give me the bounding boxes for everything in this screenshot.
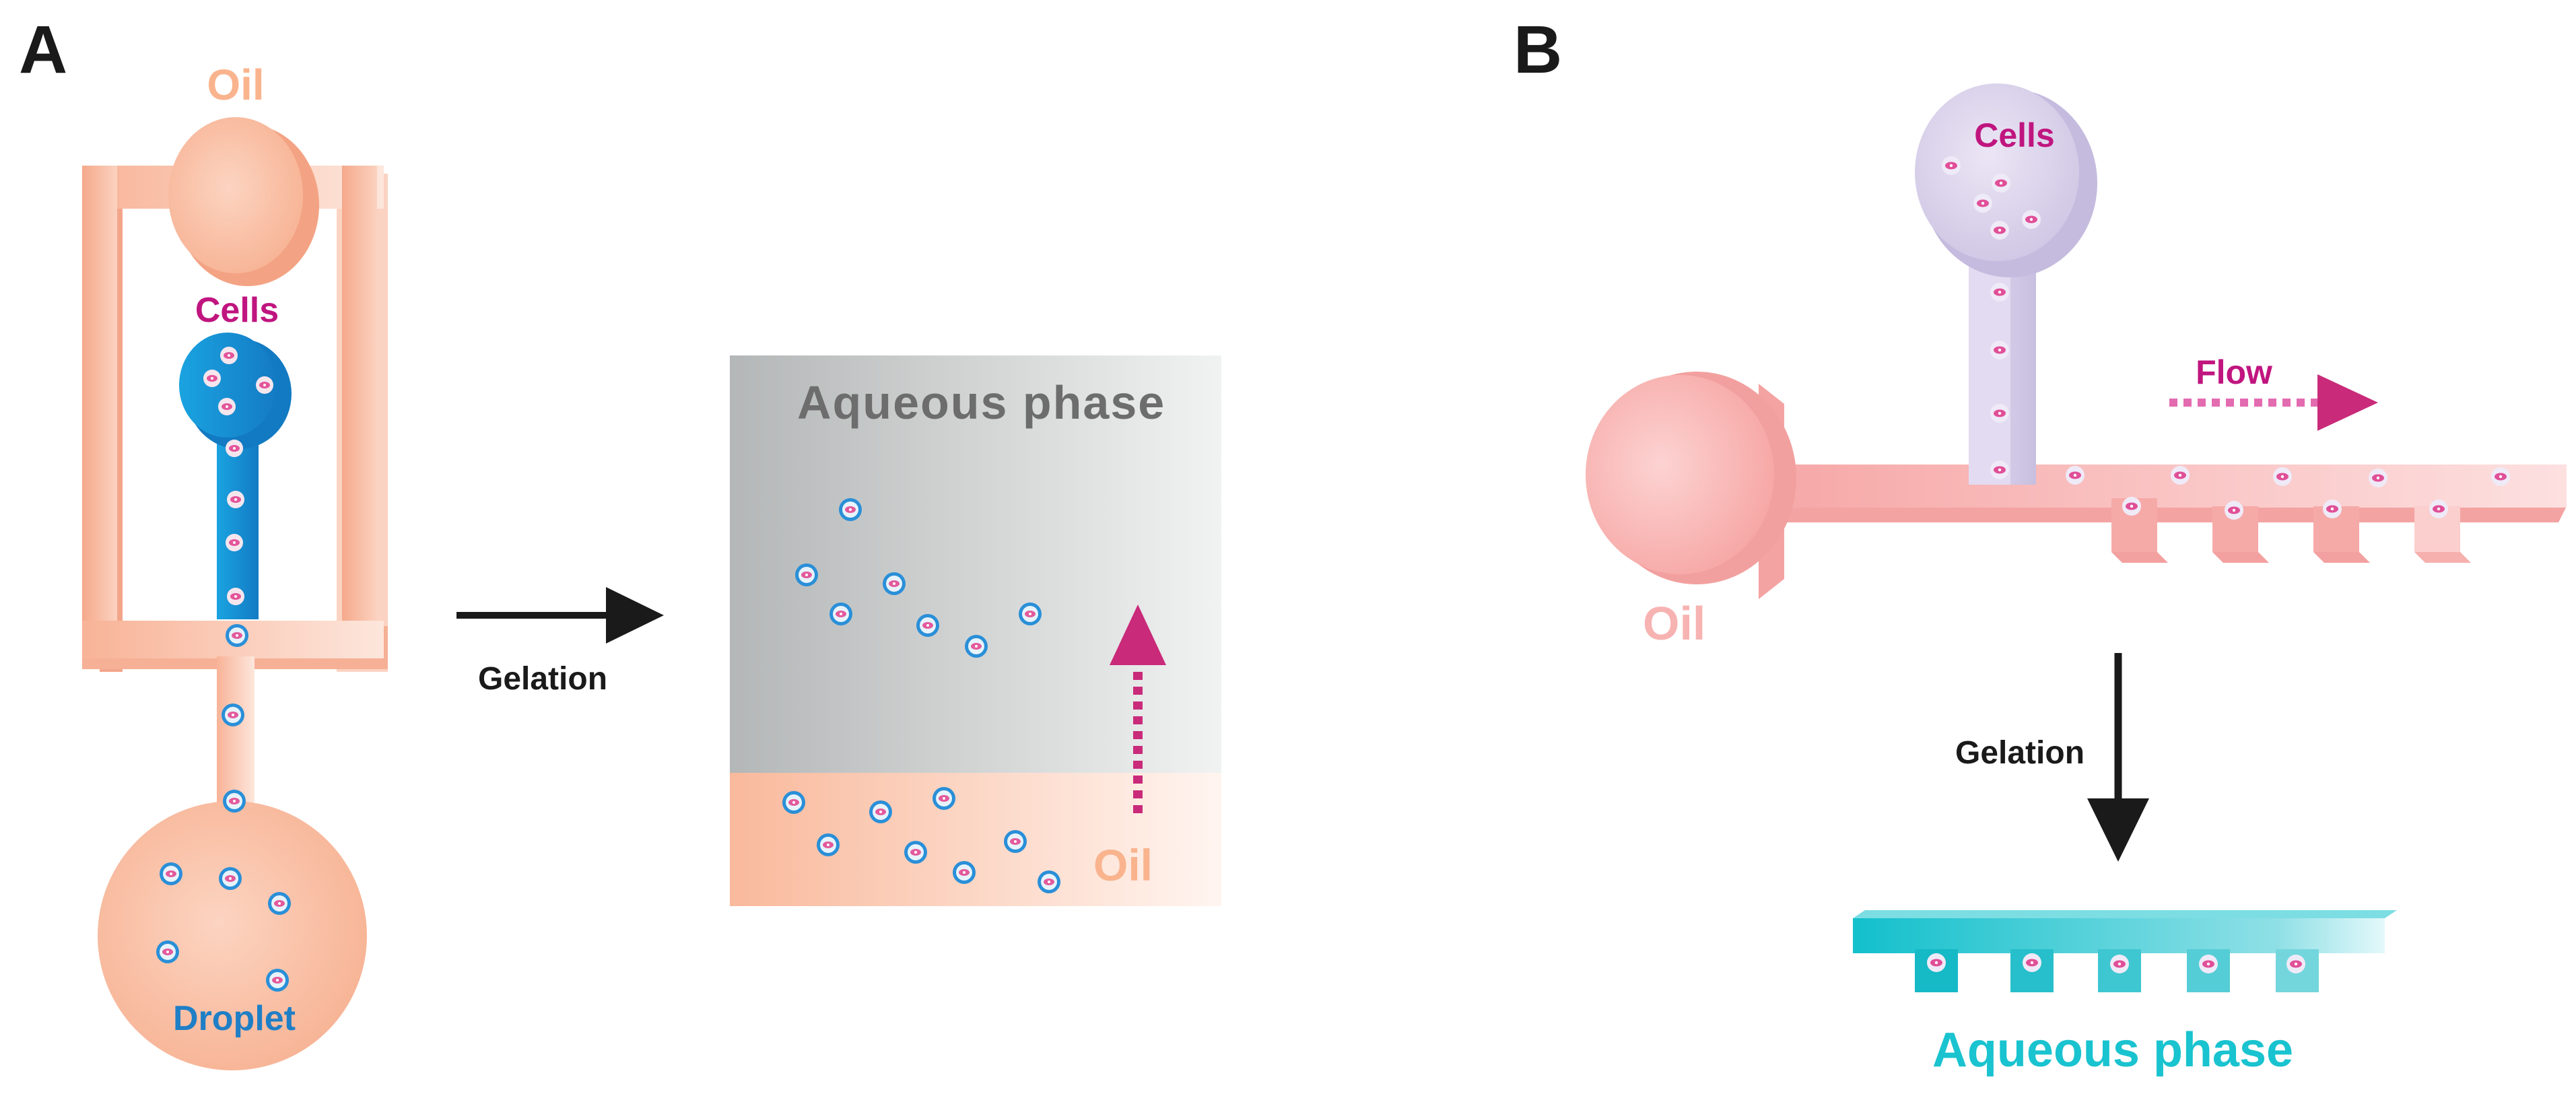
oil-frame (82, 117, 388, 885)
panel-a-letter: A (19, 12, 67, 88)
aqueous-phase-label-a: Aqueous phase (797, 376, 1165, 429)
cells-inlet-label: Cells (195, 291, 279, 330)
panel-b-letter: B (1514, 12, 1562, 88)
droplet-label: Droplet (173, 999, 296, 1038)
oil-main-channel (1751, 465, 2567, 522)
oil-label-b: Oil (1643, 597, 1705, 650)
cells-inlet (179, 333, 292, 619)
aqueous-phase-label-b: Aqueous phase (1932, 1023, 2293, 1077)
gelation-label-a: Gelation (478, 661, 607, 697)
oil-removal-arrow (1110, 605, 1166, 813)
oil-inlet-label: Oil (207, 61, 264, 109)
oil-label-a-box: Oil (1093, 840, 1153, 890)
gelation-arrow-a (456, 587, 664, 644)
gelation-label-b: Gelation (1955, 735, 2084, 771)
oil-inlet-disk-b (1586, 372, 1796, 599)
flow-arrow (2169, 374, 2378, 431)
gelation-arrow-b (2087, 653, 2149, 862)
hydrogel-structure (1853, 910, 2397, 992)
cells-label-b: Cells (1974, 116, 2055, 154)
cells-in-hydrogel (1927, 953, 2305, 973)
flow-label: Flow (2196, 353, 2272, 391)
